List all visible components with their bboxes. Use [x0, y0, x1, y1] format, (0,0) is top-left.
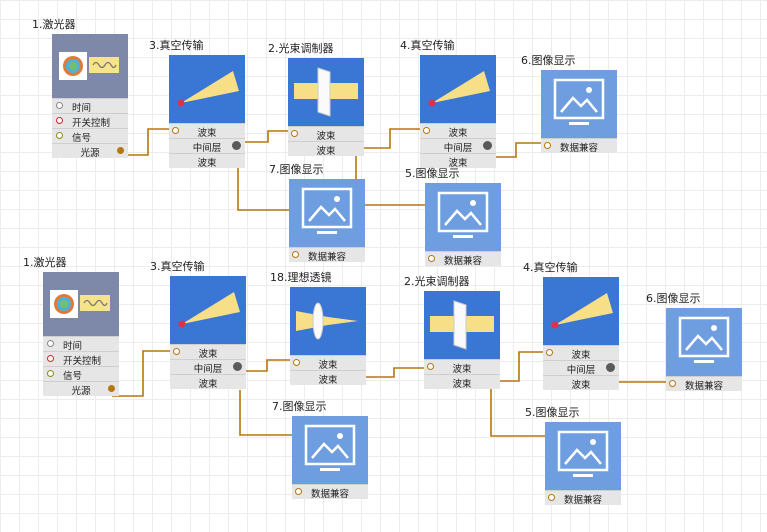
- monitor-image-icon: [541, 70, 617, 138]
- node-title: 4.真空传输: [400, 39, 455, 52]
- port-label: 数据兼容: [559, 143, 598, 154]
- monitor-image-icon: [425, 183, 501, 251]
- node-title: 2.光束调制器: [268, 42, 334, 55]
- port-label: 数据兼容: [443, 256, 482, 267]
- port-label: 波束: [448, 158, 468, 169]
- port-label: 波束: [318, 360, 338, 371]
- connection-wire[interactable]: [490, 382, 552, 495]
- beam-cone-icon: [170, 276, 246, 344]
- output-port-dot[interactable]: [108, 385, 115, 392]
- port-label: 时间: [72, 103, 92, 114]
- port-label: 开关控制: [72, 118, 111, 129]
- port-label: 波束: [571, 350, 591, 361]
- port-label: 光源: [71, 386, 91, 397]
- port-label: 波束: [316, 131, 336, 142]
- port-label: 时间: [63, 341, 83, 352]
- port-label: 波束: [197, 158, 217, 169]
- laser-icon: [52, 34, 128, 98]
- port-label: 信号: [63, 371, 83, 382]
- port-label: 波束: [448, 128, 468, 139]
- modulator-icon: [288, 58, 364, 126]
- node-title: 18.理想透镜: [270, 271, 332, 284]
- port-label: 数据兼容: [684, 381, 723, 392]
- port-label: 信号: [72, 133, 92, 144]
- node-title: 2.光束调制器: [404, 275, 470, 288]
- connection-wire[interactable]: [358, 367, 428, 378]
- node-title: 5.图像显示: [405, 167, 460, 180]
- beam-cone-icon: [543, 277, 619, 345]
- port-label: 波束: [452, 364, 472, 375]
- monitor-image-icon: [292, 416, 368, 484]
- connection-wire[interactable]: [240, 359, 294, 372]
- port-label: 中间层: [193, 364, 223, 375]
- connection-wire[interactable]: [490, 142, 545, 158]
- node-title: 5.图像显示: [525, 406, 580, 419]
- port-label: 波束: [316, 146, 336, 157]
- port-label: 波束: [198, 379, 218, 390]
- port-label: 光源: [80, 148, 100, 159]
- node-title: 6.图像显示: [521, 54, 576, 67]
- monitor-image-icon: [545, 422, 621, 490]
- port-label: 波束: [197, 128, 217, 139]
- beam-cone-icon: [420, 55, 496, 123]
- laser-icon: [43, 272, 119, 336]
- node-title: 6.图像显示: [646, 292, 701, 305]
- node-title: 3.真空传输: [150, 260, 205, 273]
- connection-wire[interactable]: [112, 350, 174, 397]
- node-title: 7.图像显示: [269, 163, 324, 176]
- port-label: 波束: [452, 379, 472, 390]
- port-label: 数据兼容: [310, 489, 349, 500]
- lens-icon: [290, 287, 366, 355]
- node-title: 3.真空传输: [149, 39, 204, 52]
- output-port-dot[interactable]: [117, 147, 124, 154]
- beam-cone-icon: [169, 55, 245, 123]
- connection-wire[interactable]: [238, 130, 292, 143]
- node-title: 1.激光器: [32, 18, 76, 31]
- modulator-icon: [424, 291, 500, 359]
- monitor-image-icon: [666, 308, 742, 376]
- port-label: 数据兼容: [563, 495, 602, 506]
- port-label: 中间层: [192, 143, 222, 154]
- connection-wire[interactable]: [121, 128, 173, 156]
- port-label: 数据兼容: [307, 252, 346, 263]
- port-label: 波束: [571, 380, 591, 391]
- port-label: 波束: [198, 349, 218, 360]
- port-label: 开关控制: [63, 356, 102, 367]
- node-title: 4.真空传输: [523, 261, 578, 274]
- port-label: 波束: [318, 375, 338, 386]
- connection-wire[interactable]: [356, 128, 424, 149]
- monitor-image-icon: [289, 179, 365, 247]
- port-label: 中间层: [443, 143, 473, 154]
- node-title: 7.图像显示: [272, 400, 327, 413]
- port-label: 中间层: [566, 365, 596, 376]
- node-title: 1.激光器: [23, 256, 67, 269]
